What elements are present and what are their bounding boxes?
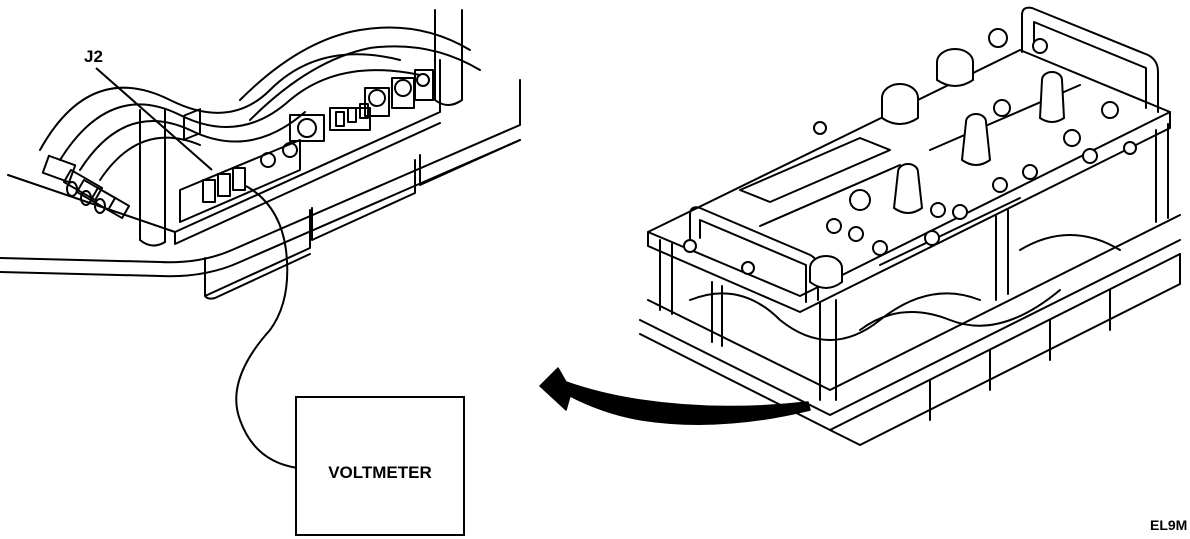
j2-terminal-strip [179, 108, 301, 223]
internal-wiring [689, 234, 1121, 341]
board-closeup [0, 9, 521, 300]
middle-plate [647, 214, 1181, 391]
board-ledge [7, 59, 441, 233]
test-lead-wire [235, 185, 299, 469]
voltmeter-label: VOLTMETER [328, 463, 432, 482]
board-plate-edge [0, 139, 521, 278]
resistor-group [41, 154, 131, 220]
wire-harness [39, 53, 401, 151]
panel-controls [683, 28, 1137, 289]
shield-block-3 [419, 139, 521, 186]
shield-block-1 [204, 209, 311, 297]
shield-block-2 [311, 159, 416, 241]
rear-handle [1021, 6, 1159, 113]
standoff-post-left [139, 109, 166, 243]
corner-post-middle [995, 209, 1009, 301]
j2-callout: J2 [84, 47, 213, 171]
voltmeter-box: VOLTMETER [295, 396, 465, 536]
j2-leader-line [95, 67, 213, 171]
bottom-shields [829, 253, 1181, 446]
connector-blocks [289, 69, 434, 142]
corner-post-right [1155, 123, 1169, 223]
assembly-view [639, 6, 1181, 446]
j2-label: J2 [84, 47, 103, 66]
board-plate-outline [0, 79, 521, 264]
corner-post-left [659, 239, 673, 315]
direction-arrow [539, 367, 811, 425]
figure-code: EL9M [1150, 517, 1187, 533]
standoff-post-right [434, 9, 463, 101]
corner-post-front [819, 299, 837, 401]
lower-plate [639, 239, 1181, 416]
